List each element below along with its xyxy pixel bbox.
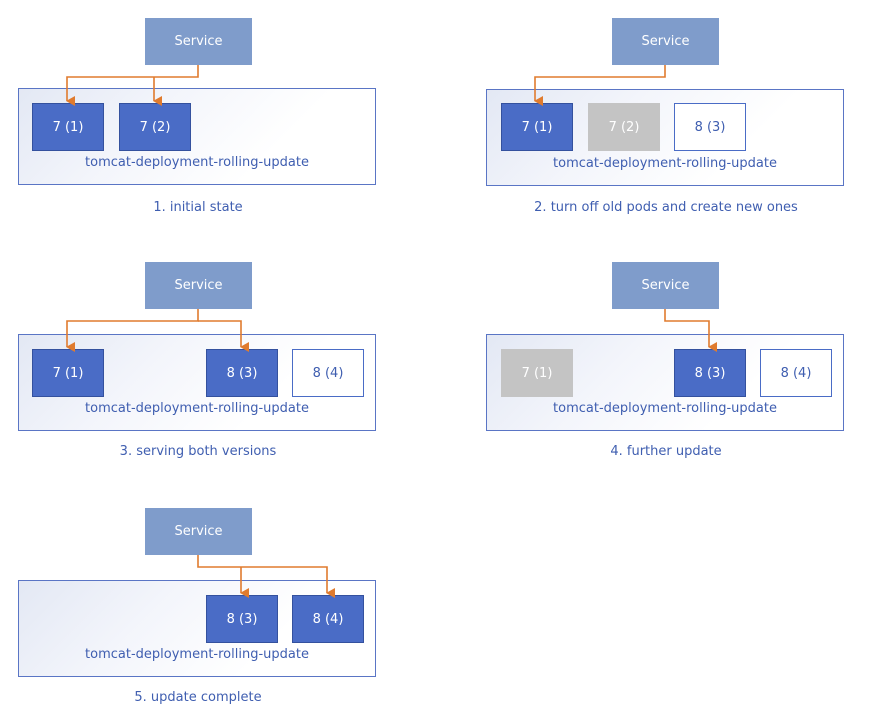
service-node: Service (612, 18, 719, 65)
pod-label: 7 (1) (52, 365, 84, 381)
pod: 8 (3) (206, 349, 278, 397)
service-label: Service (174, 524, 223, 539)
pod-label: 8 (3) (694, 365, 726, 381)
deployment-label: tomcat-deployment-rolling-update (85, 647, 309, 662)
service-label: Service (174, 278, 223, 293)
pod: 8 (3) (674, 103, 746, 151)
pod-label: 7 (2) (139, 119, 171, 135)
deployment-label: tomcat-deployment-rolling-update (85, 155, 309, 170)
deployment-box: 7 (1) 8 (3) 8 (4) tomcat-deployment-roll… (486, 334, 844, 431)
deployment-box: 7 (1) 7 (2) 8 (3) tomcat-deployment-roll… (486, 89, 844, 186)
pod: 7 (1) (501, 349, 573, 397)
panel-caption: 5. update complete (134, 690, 262, 705)
connector-line (66, 309, 199, 352)
pod-label: 7 (1) (521, 365, 553, 381)
pod-label: 8 (4) (312, 611, 344, 627)
panel-caption: 3. serving both versions (119, 444, 277, 459)
pod: 8 (4) (760, 349, 832, 397)
pod-label: 8 (3) (226, 611, 258, 627)
pod-label: 8 (4) (312, 365, 344, 381)
connector-line (534, 65, 666, 106)
pod: 8 (4) (292, 595, 364, 643)
pod: 7 (1) (32, 349, 104, 397)
pod: 7 (1) (32, 103, 104, 151)
connector-line (66, 65, 199, 106)
pod: 8 (3) (206, 595, 278, 643)
service-node: Service (145, 508, 252, 555)
deployment-label: tomcat-deployment-rolling-update (85, 401, 309, 416)
service-node: Service (145, 18, 252, 65)
pod-label: 8 (3) (694, 119, 726, 135)
connector-line (198, 320, 249, 352)
panel-caption: 2. turn off old pods and create new ones (534, 200, 798, 215)
deployment-label: tomcat-deployment-rolling-update (553, 156, 777, 171)
connector-line (664, 309, 717, 352)
connector-line (197, 555, 335, 598)
panel-caption: 4. further update (610, 444, 722, 459)
pod-label: 7 (1) (521, 119, 553, 135)
service-label: Service (174, 34, 223, 49)
pod-label: 7 (2) (608, 119, 640, 135)
pod: 8 (4) (292, 349, 364, 397)
deployment-box: 8 (3) 8 (4) tomcat-deployment-rolling-up… (18, 580, 376, 677)
service-node: Service (145, 262, 252, 309)
pod-label: 8 (4) (780, 365, 812, 381)
panel-caption: 1. initial state (153, 200, 243, 215)
pod-label: 7 (1) (52, 119, 84, 135)
pod: 7 (2) (588, 103, 660, 151)
service-label: Service (641, 34, 690, 49)
deployment-box: 7 (1) 7 (2) tomcat-deployment-rolling-up… (18, 88, 376, 185)
pod-label: 8 (3) (226, 365, 258, 381)
deployment-label: tomcat-deployment-rolling-update (553, 401, 777, 416)
deployment-box: 7 (1) 8 (3) 8 (4) tomcat-deployment-roll… (18, 334, 376, 431)
service-label: Service (641, 278, 690, 293)
service-node: Service (612, 262, 719, 309)
